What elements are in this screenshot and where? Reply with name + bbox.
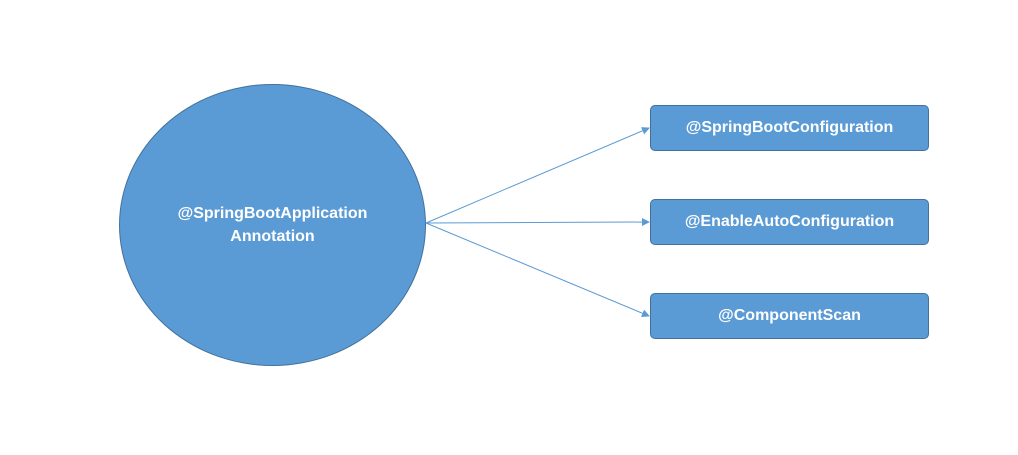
center-node-label-line2: Annotation bbox=[230, 228, 315, 245]
enable-auto-configuration-node: @EnableAutoConfiguration bbox=[650, 199, 929, 245]
arrow-to-spring-boot-configuration bbox=[425, 127, 650, 224]
spring-boot-configuration-label: @SpringBootConfiguration bbox=[685, 119, 894, 136]
enable-auto-configuration-label: @EnableAutoConfiguration bbox=[684, 213, 895, 230]
arrow-to-enable-auto-configuration bbox=[425, 218, 650, 227]
spring-boot-configuration-node: @SpringBootConfiguration bbox=[650, 105, 929, 151]
component-scan-node: @ComponentScan bbox=[650, 293, 929, 339]
spring-boot-application-node: @SpringBootApplication Annotation bbox=[119, 84, 426, 366]
center-node-label-line1: @SpringBootApplication bbox=[177, 205, 368, 222]
arrow-to-component-scan bbox=[425, 222, 650, 317]
component-scan-label: @ComponentScan bbox=[718, 307, 861, 324]
